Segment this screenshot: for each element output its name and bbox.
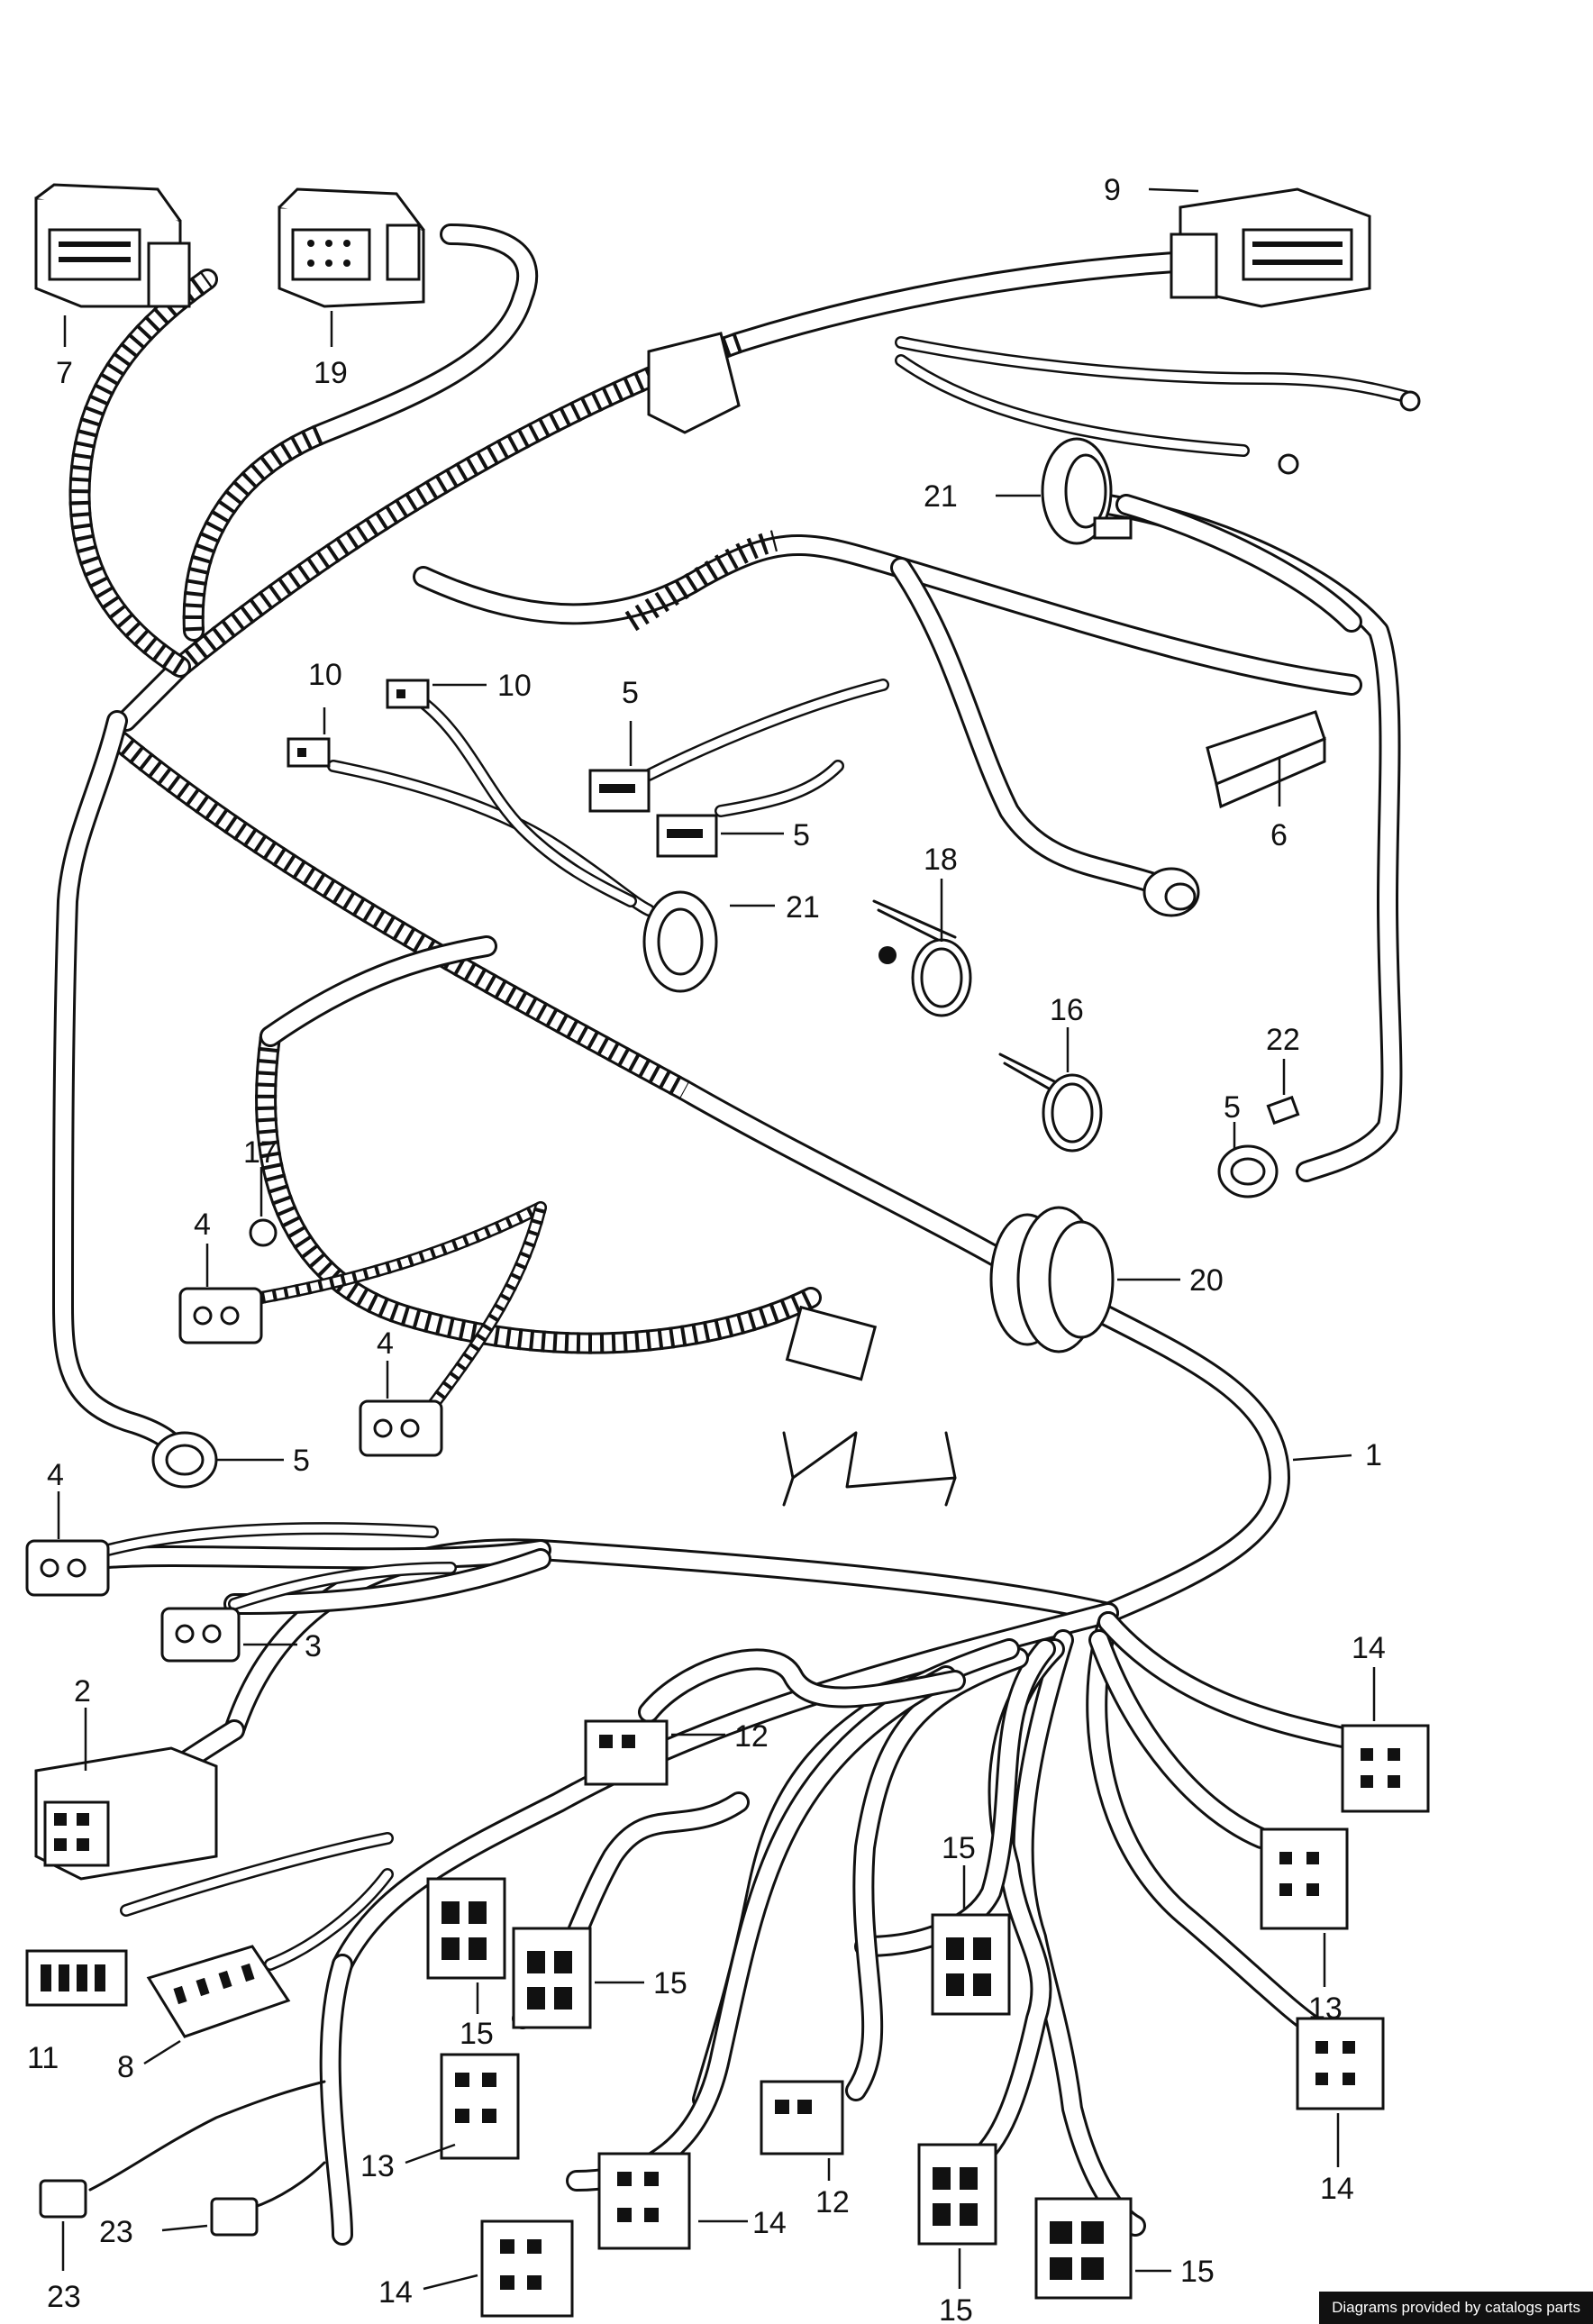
callout-7: 7 (56, 356, 73, 390)
callout-18: 17 (243, 1135, 278, 1170)
connector-14-d[interactable] (480, 2219, 574, 2318)
credit-footer: Diagrams provided by catalogs parts (1319, 2292, 1593, 2324)
round-connector[interactable] (1142, 867, 1200, 917)
callout-15-b: 15 (460, 2017, 494, 2051)
harness-end-cap (785, 1305, 878, 1381)
callout-12-top: 12 (734, 1719, 769, 1754)
connector-4-a[interactable] (178, 1287, 263, 1344)
connector-15-b[interactable] (512, 1927, 592, 2029)
callout-21-middle: 21 (786, 890, 820, 925)
callout-14-b: 14 (1320, 2172, 1354, 2206)
connector-8[interactable] (146, 1945, 291, 2038)
connector-12-top[interactable] (584, 1719, 669, 1786)
callout-6: 6 (1270, 818, 1288, 852)
plug-22[interactable] (1266, 1095, 1300, 1126)
cable-tie-17[interactable] (872, 899, 972, 1017)
callout-13-a: 13 (1308, 1991, 1343, 2026)
connector-23-b[interactable] (210, 2197, 259, 2237)
callout-12-bottom: 12 (815, 2185, 850, 2219)
connector-10-a[interactable] (287, 737, 331, 768)
connector-4-b[interactable] (359, 1399, 443, 1457)
callout-5-d: 5 (293, 1444, 310, 1478)
connector-6[interactable] (1206, 710, 1326, 809)
connector-5-d[interactable] (151, 1431, 218, 1489)
callout-17: 18 (924, 843, 958, 877)
callout-20: 20 (1189, 1263, 1224, 1298)
callout-10-b: 10 (497, 669, 532, 703)
callout-14-c: 14 (752, 2206, 787, 2240)
connector-19[interactable] (278, 187, 425, 308)
connector-13-a[interactable] (1260, 1827, 1349, 1930)
grommet-20[interactable] (989, 1206, 1115, 1353)
callout-4-c: 4 (47, 1458, 64, 1492)
connector-15-c[interactable] (931, 1913, 1011, 2016)
callout-4-b: 4 (377, 1326, 394, 1361)
callout-15-e: 15 (1180, 2255, 1215, 2289)
connector-3[interactable] (160, 1607, 241, 1663)
break-symbol (782, 1431, 957, 1507)
connector-15-e[interactable] (1034, 2197, 1133, 2300)
connector-5-b[interactable] (656, 814, 718, 858)
grommet-21-top[interactable] (1041, 437, 1133, 545)
callout-2: 2 (74, 1674, 91, 1709)
connector-14-a[interactable] (1341, 1724, 1430, 1813)
harness-boot-top (647, 332, 741, 434)
ring-terminal-b (1278, 453, 1299, 475)
callout-11: 11 (27, 2041, 59, 2075)
cable-tie-16[interactable] (998, 1053, 1103, 1153)
callout-21-top: 21 (924, 479, 958, 514)
connector-14-c[interactable] (597, 2152, 691, 2250)
ring-terminal-a (1399, 390, 1421, 412)
cap-18[interactable] (249, 1218, 278, 1247)
connector-12-bottom[interactable] (760, 2080, 844, 2155)
harness-wires (52, 223, 1412, 2246)
connector-23-a[interactable] (39, 2179, 87, 2219)
callout-22: 22 (1266, 1023, 1300, 1057)
callout-23-b: 23 (99, 2215, 133, 2249)
connector-4-c[interactable] (25, 1539, 110, 1597)
callout-5-b: 5 (793, 818, 810, 852)
callout-19: 19 (314, 356, 348, 390)
callout-4-a: 4 (194, 1208, 211, 1242)
leader-lines (57, 187, 1376, 2291)
grommet-21-middle[interactable] (642, 890, 718, 993)
callout-15-c: 15 (653, 1966, 687, 2000)
ecu-connector-7[interactable] (34, 183, 191, 308)
relay-box-2[interactable] (34, 1746, 218, 1881)
callout-8: 8 (117, 2050, 134, 2084)
callout-15-d: 15 (939, 2293, 973, 2324)
connector-11[interactable] (25, 1949, 128, 2007)
callout-5-c: 5 (1224, 1090, 1241, 1125)
callout-16: 16 (1050, 993, 1084, 1027)
ecu-connector-9[interactable] (1170, 187, 1371, 308)
callout-10-a: 10 (308, 658, 342, 692)
connector-14-b[interactable] (1296, 2017, 1385, 2110)
callout-5-a: 5 (622, 676, 639, 710)
callout-9: 9 (1104, 173, 1121, 207)
connector-13-b[interactable] (440, 2053, 520, 2160)
callout-23-a: 23 (47, 2280, 81, 2314)
callout-13-b: 13 (360, 2149, 395, 2183)
connector-5-c[interactable] (1217, 1144, 1279, 1198)
connector-15-d[interactable] (917, 2143, 997, 2246)
connector-10-b[interactable] (386, 679, 430, 709)
connector-15-a[interactable] (426, 1877, 506, 1980)
callout-14-a: 14 (1352, 1631, 1386, 1665)
callout-labels: 7 19 9 21 10 10 5 5 6 21 18 16 22 5 20 1… (27, 173, 1386, 2324)
connector-5-a[interactable] (588, 769, 651, 813)
callout-3: 3 (305, 1629, 322, 1663)
callout-1: 1 (1365, 1438, 1382, 1472)
callout-15-a: 15 (942, 1831, 976, 1865)
callout-14-d: 14 (378, 2275, 413, 2310)
